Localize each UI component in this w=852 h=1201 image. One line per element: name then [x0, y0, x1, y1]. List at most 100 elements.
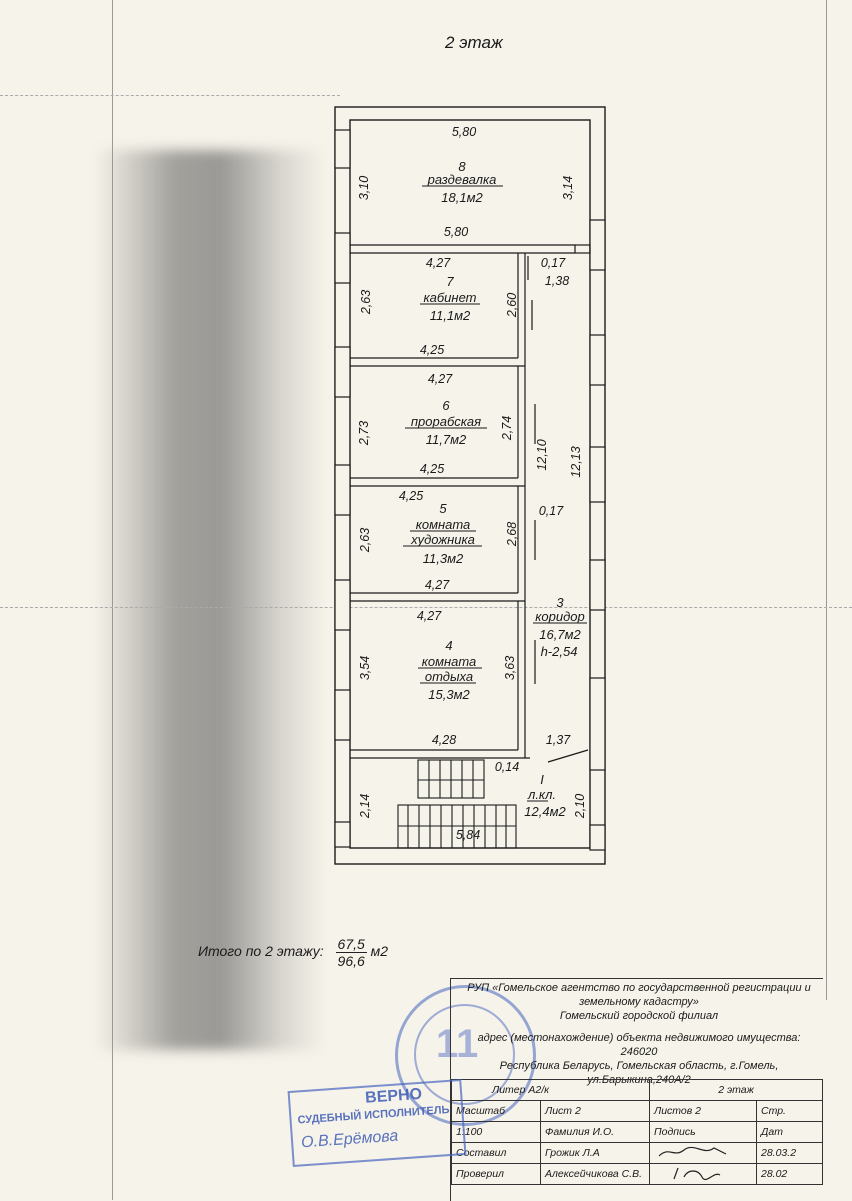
- room-5-name-line1: комната: [416, 517, 471, 532]
- org-line-1: РУП «Гомельское агентство по государстве…: [467, 982, 811, 994]
- liter-cell: Литер А2/к: [451, 1079, 650, 1101]
- interior-walls: [350, 244, 591, 759]
- page-header-cell: Стр.: [756, 1100, 823, 1122]
- room-5-name-line2: художника: [410, 532, 475, 547]
- scale-header-cell: Масштаб: [451, 1100, 541, 1122]
- fold-line-left: [112, 0, 113, 1200]
- sheets-header-cell: Листов 2: [649, 1100, 757, 1122]
- room-7-name: кабинет: [424, 290, 477, 305]
- certification-stamp: ВЕРНО СУДЕБНЫЙ ИСПОЛНИТЕЛЬ О.В.Ерёмова: [287, 1079, 467, 1167]
- title-block-table: Литер А2/к 2 этаж Масштаб Лист 2 Листов …: [451, 1079, 823, 1185]
- dim-273: 2,73: [357, 421, 371, 446]
- room-3-name: коридор: [535, 609, 584, 624]
- checked-date-cell: 28.02: [756, 1163, 823, 1185]
- title-block: РУП «Гомельское агентство по государстве…: [450, 978, 823, 1201]
- dimensions-vertical: 3,10 3,14 2,63 2,60 2,73 2,74 12,10 12,1…: [357, 176, 587, 819]
- checked-name-cell: Алексейчикова С.В.: [540, 1163, 650, 1185]
- date-header-cell: Дат: [756, 1121, 823, 1143]
- room-labels: 8 раздевалка 18,1м2 7 кабинет 11,1м2 6 п…: [410, 159, 585, 819]
- total-label: Итого по 2 этажу:: [198, 943, 324, 960]
- sign-header-cell: Подпись: [649, 1121, 757, 1143]
- stamp-signature: О.В.Ерёмова: [300, 1127, 399, 1152]
- sheet-header-cell: Лист 2: [540, 1100, 650, 1122]
- stamp-verified-text: ВЕРНО: [364, 1085, 423, 1107]
- doors: [527, 256, 589, 763]
- stamp-bailiff-text: СУДЕБНЫЙ ИСПОЛНИТЕЛЬ: [297, 1103, 450, 1127]
- dim-260: 2,60: [505, 293, 519, 318]
- scale-cell: 1:100: [451, 1121, 541, 1143]
- scan-shadow: [95, 150, 325, 1050]
- dim-214: 2,14: [358, 794, 372, 819]
- crease-line-middle: [0, 607, 852, 608]
- dim-263-b: 2,63: [358, 528, 372, 553]
- dim-425-b: 4,25: [420, 462, 444, 476]
- dim-314: 3,14: [561, 176, 575, 200]
- dim-137: 1,37: [546, 733, 571, 747]
- room-8-area: 18,1м2: [441, 190, 483, 205]
- total-numerator: 67,5: [335, 936, 367, 953]
- room-3-number: 3: [556, 595, 564, 610]
- room-3-area: 16,7м2: [539, 627, 581, 642]
- round-seal-emblem: 11: [436, 1022, 479, 1066]
- floor-plan: 8 раздевалка 18,1м2 7 кабинет 11,1м2 6 п…: [334, 106, 606, 865]
- dim-017-b: 0,17: [539, 504, 564, 518]
- dim-428: 4,28: [432, 733, 456, 747]
- checked-signature: [673, 1167, 721, 1180]
- checked-label-cell: Проверил: [451, 1163, 541, 1185]
- dim-017-a: 0,17: [541, 256, 566, 270]
- dim-427-a: 4,27: [426, 256, 451, 270]
- room-6-number: 6: [442, 398, 450, 413]
- room-I-name: л.кл.: [527, 787, 556, 802]
- compiled-signature-cell: [649, 1142, 757, 1164]
- dim-580-top: 5,80: [452, 125, 476, 139]
- room-8-name: раздевалка: [427, 172, 497, 187]
- floor-cell: 2 этаж: [649, 1079, 823, 1101]
- dim-138: 1,38: [545, 274, 569, 288]
- total-fraction: 67,5 96,6: [335, 936, 367, 969]
- dim-274: 2,74: [500, 416, 514, 441]
- dim-427-c: 4,27: [425, 578, 450, 592]
- page-title: 2 этаж: [445, 33, 503, 52]
- crease-line-top: [0, 95, 340, 96]
- compiled-date-cell: 28.03.2: [756, 1142, 823, 1164]
- total-unit: м2: [370, 943, 389, 960]
- compiled-signature: [658, 1146, 727, 1156]
- room-I-number: I: [540, 772, 544, 787]
- dim-263-a: 2,63: [359, 290, 373, 315]
- room-4-name-line1: комната: [422, 654, 477, 669]
- room-5-number: 5: [439, 501, 447, 516]
- room-6-name: прорабская: [411, 414, 481, 429]
- room-5-area: 11,3м2: [423, 551, 464, 566]
- checked-signature-cell: [649, 1163, 757, 1185]
- windows: [334, 129, 606, 851]
- dim-268: 2,68: [505, 522, 519, 547]
- addr-line-1: адрес (местонахождение) объекта недвижим…: [477, 1032, 801, 1058]
- dim-1213: 12,13: [569, 446, 583, 477]
- dim-427-d: 4,27: [417, 609, 442, 623]
- room-7-area: 11,1м2: [430, 308, 471, 323]
- room-4-area: 15,3м2: [428, 687, 470, 702]
- dim-310: 3,10: [357, 176, 371, 200]
- total-denominator: 96,6: [337, 953, 365, 969]
- dim-210: 2,10: [573, 794, 587, 819]
- room-I-area: 12,4м2: [524, 804, 566, 819]
- room-6-area: 11,7м2: [426, 432, 467, 447]
- org-line-2: земельному кадастру»: [579, 996, 699, 1008]
- name-underlines: [403, 185, 587, 802]
- compiled-name-cell: Грожик Л.А: [540, 1142, 650, 1164]
- room-3-height: h-2,54: [541, 644, 578, 659]
- floor-total: Итого по 2 этажу: 67,5 96,6 м2: [198, 936, 388, 969]
- compiled-label-cell: Составил: [451, 1142, 541, 1164]
- dim-584: 5,84: [456, 828, 480, 842]
- stairs: [397, 759, 517, 849]
- room-4-number: 4: [445, 638, 452, 653]
- room-4-name-line2: отдыха: [425, 669, 473, 684]
- room-8-number: 8: [458, 159, 466, 174]
- name-header-cell: Фамилия И.О.: [540, 1121, 650, 1143]
- org-line-3: Гомельский городской филиал: [559, 1010, 719, 1022]
- dim-363: 3,63: [503, 656, 517, 680]
- room-7-number: 7: [446, 274, 454, 289]
- dim-427-b: 4,27: [428, 372, 453, 386]
- dim-425-a: 4,25: [420, 343, 444, 357]
- addr-line-2: Республика Беларусь, Гомельская область,…: [499, 1060, 779, 1072]
